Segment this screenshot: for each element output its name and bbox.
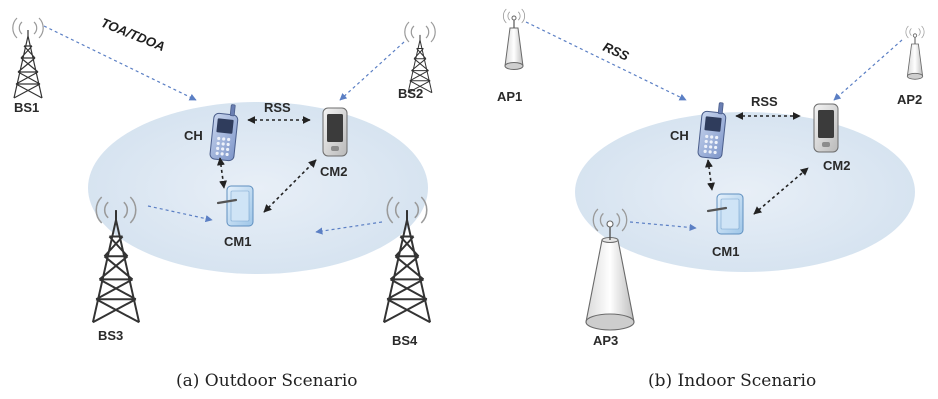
cm2-device-icon xyxy=(322,107,348,157)
bs4-label: BS4 xyxy=(392,333,418,348)
bs1-tower-icon xyxy=(12,17,44,99)
cm1-label: CM1 xyxy=(224,234,251,249)
link-ap3-cm1 xyxy=(629,221,697,231)
cm2-label-indoor: CM2 xyxy=(823,158,850,173)
panel-outdoor: BS1 BS2 BS3 BS4 TOA/TDOA CH CM2 C xyxy=(12,15,436,391)
panel-indoor: AP1 AP2 AP3 RSS CH CM2 CM1 RSS (b) Indoo… xyxy=(497,8,925,391)
ap1-label: AP1 xyxy=(497,89,522,104)
link-cm1-cm2 xyxy=(263,159,317,213)
link-ch-cm1-indoor xyxy=(704,159,716,191)
cm2-label: CM2 xyxy=(320,164,347,179)
bs2-label: BS2 xyxy=(398,86,423,101)
ap1-icon xyxy=(502,8,526,71)
link-ch-cm1 xyxy=(216,157,228,189)
ap2-icon xyxy=(905,25,925,80)
ch-device-icon-indoor xyxy=(697,100,728,160)
ap3-label: AP3 xyxy=(593,333,618,348)
link-bs4-cm1 xyxy=(315,221,383,235)
rss-label-outdoor: RSS xyxy=(264,100,291,115)
caption-indoor: (b) Indoor Scenario xyxy=(648,371,816,391)
rss-label-indoor: RSS xyxy=(751,94,778,109)
ch-label: CH xyxy=(184,128,203,143)
cluster-area-indoor xyxy=(575,112,915,272)
link-ap1-ch xyxy=(525,21,687,101)
link-label-toa-tdoa: TOA/TDOA xyxy=(99,15,167,54)
caption-outdoor: (a) Outdoor Scenario xyxy=(176,371,358,391)
bs2-tower-icon xyxy=(404,21,436,94)
ap2-label: AP2 xyxy=(897,92,922,107)
link-bs2-cm2 xyxy=(339,41,405,101)
cm1-label-indoor: CM1 xyxy=(712,244,739,259)
bs3-label: BS3 xyxy=(98,328,123,343)
bs1-label: BS1 xyxy=(14,100,39,115)
link-bs3-cm1 xyxy=(147,205,213,223)
ch-label-indoor: CH xyxy=(670,128,689,143)
link-ap2-cm2 xyxy=(833,39,903,101)
link-bs1-ch xyxy=(43,25,197,101)
link-label-rss-ap: RSS xyxy=(601,39,632,64)
cluster-area-outdoor xyxy=(88,102,428,274)
cm2-device-icon-indoor xyxy=(813,103,839,153)
